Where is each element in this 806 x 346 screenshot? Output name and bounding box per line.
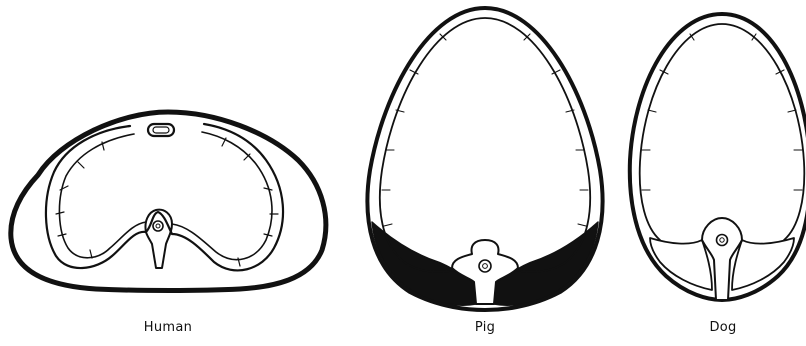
dog-rib-cage-inner bbox=[640, 24, 805, 240]
human-rib-segments bbox=[56, 138, 278, 266]
pig-thorax-cross-section bbox=[367, 8, 602, 310]
human-thorax-cross-section bbox=[11, 112, 326, 291]
human-rib-cage-inner bbox=[59, 132, 272, 260]
pig-rib-segments bbox=[382, 34, 588, 226]
human-sternum bbox=[148, 124, 174, 136]
human-body-outline bbox=[11, 112, 326, 291]
dog-label: Dog bbox=[709, 320, 736, 335]
pig-rib-cage-inner bbox=[380, 18, 590, 272]
pig-label: Pig bbox=[475, 320, 495, 335]
dog-rib-segments bbox=[642, 34, 802, 190]
human-vertebra bbox=[145, 210, 172, 268]
human-label: Human bbox=[144, 320, 192, 335]
dog-thorax-cross-section bbox=[630, 14, 806, 300]
